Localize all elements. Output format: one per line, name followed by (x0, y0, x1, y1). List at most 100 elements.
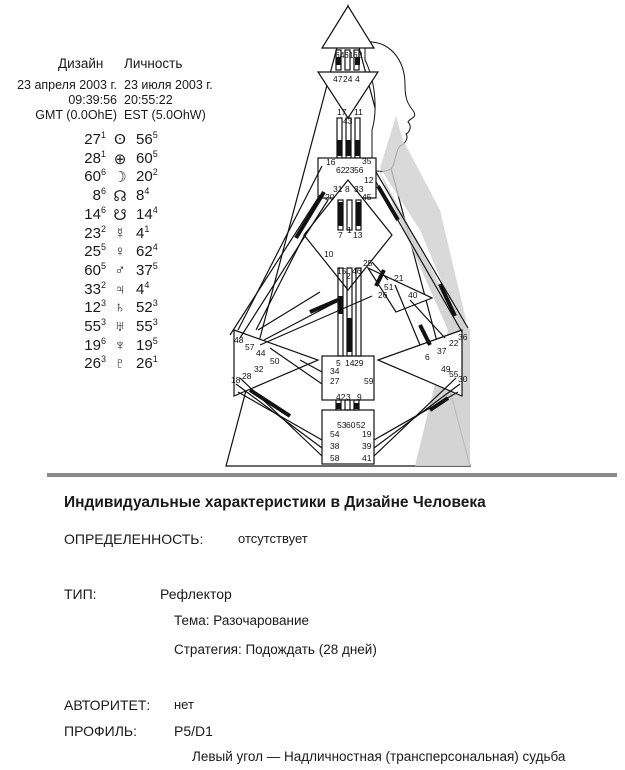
planet-row: 263♇261 (70, 354, 190, 375)
authority-label: АВТОРИТЕТ: (64, 697, 151, 713)
mercury-icon: ☿ (114, 224, 126, 242)
definition-value: отсутствует (238, 531, 308, 546)
design-zone: GMT (0.0OhE) (35, 108, 117, 122)
design-gate: 271 (84, 130, 106, 148)
design-gate: 86 (92, 186, 106, 205)
strategy-text: Стратегия: Подождать (28 дней) (174, 642, 377, 657)
planet-row: 332 ♃ 44 (70, 279, 190, 301)
south-node-icon: ☋ (113, 206, 127, 224)
gate-label: 59 (364, 376, 374, 386)
personality-gate: 195 (136, 335, 158, 354)
gate-label: 50 (270, 356, 280, 366)
gate-label: 64 (335, 50, 345, 60)
gate-label: 62 (336, 165, 346, 175)
design-datetime: 23 апреля 2003 г. 09:39:56 GMT (0.0OhE) (17, 78, 117, 123)
gate-label: 3 (346, 392, 351, 402)
ajna-center (316, 71, 380, 120)
gate-label: 11 (354, 107, 363, 117)
gate-label: 4 (355, 74, 360, 84)
gate-label: 36 (458, 332, 468, 342)
sun-icon: ʘ (114, 131, 126, 148)
gate-label: 30 (458, 374, 468, 384)
gate-label: 63 (353, 50, 363, 60)
incarnation-cross-text: Левый угол — Надличностная (трансперсона… (192, 749, 566, 764)
planet-row: 271 ʘ 565 (70, 130, 190, 151)
personality-gate: 41 (136, 223, 150, 242)
gate-label: 57 (245, 342, 255, 352)
gate-label: 61 (344, 50, 354, 60)
gate-label: 53 (337, 420, 347, 430)
gate-label: 42 (336, 392, 346, 402)
planet-row: 553♅553 (70, 317, 190, 338)
authority-value: нет (174, 697, 194, 712)
root-center (321, 409, 375, 465)
personality-datetime: 23 июля 2003 г. 20:55:22 EST (5.0OhW) (124, 78, 213, 123)
type-value: Рефлектор (160, 586, 232, 602)
gate-label: 40 (408, 290, 418, 300)
gate-label: 56 (354, 165, 364, 175)
gate-label: 25 (363, 258, 373, 268)
gate-label: 21 (394, 273, 404, 283)
gate-label: 49 (441, 364, 451, 374)
personality-gate: 44 (136, 279, 150, 298)
planet-row: 86☊84 (70, 186, 190, 207)
section-title: Индивидуальные характеристики в Дизайне … (64, 494, 486, 511)
gate-label: 48 (234, 335, 244, 345)
gate-label: 33 (354, 184, 364, 194)
gate-label: 28 (242, 371, 252, 381)
profile-value: P5/D1 (174, 723, 213, 739)
type-label: ТИП: (64, 586, 97, 602)
personality-time: 20:55:22 (124, 93, 173, 107)
design-gate: 146 (84, 204, 106, 223)
personality-gate: 375 (136, 260, 158, 279)
gate-label: 9 (357, 392, 362, 402)
head-center (320, 4, 376, 49)
gate-label: 13 (353, 230, 363, 240)
gate-label: 38 (330, 441, 340, 451)
gate-label: 2 (346, 271, 351, 281)
gate-label: 45 (362, 192, 372, 202)
neptune-icon: ♆ (114, 336, 126, 354)
personality-gate: 565 (136, 130, 158, 148)
design-gate: 281 (84, 148, 106, 167)
personality-column-title: Личность (124, 56, 183, 71)
gate-label: 32 (254, 364, 264, 374)
gate-label: 43 (343, 116, 353, 126)
gate-label: 1 (347, 225, 352, 235)
design-gate: 232 (84, 223, 106, 242)
planet-row: 123♄523 (70, 298, 190, 319)
saturn-icon: ♄ (114, 299, 126, 317)
design-gate: 263 (84, 354, 106, 373)
gate-label: 14 (345, 358, 355, 368)
gate-label: 23 (345, 165, 355, 175)
gate-label: 10 (324, 249, 334, 259)
moon-icon: ☽ (113, 169, 127, 187)
personality-gate: 553 (136, 317, 158, 335)
design-gate: 123 (84, 298, 106, 317)
personality-gate: 84 (136, 186, 150, 205)
gate-label: 58 (330, 453, 340, 463)
design-gate: 606 (84, 167, 106, 186)
gate-label: 52 (356, 420, 366, 430)
jupiter-icon: ♃ (114, 280, 126, 298)
gate-label: 31 (333, 184, 343, 194)
earth-icon: ⊕ (113, 150, 127, 168)
gate-label: 24 (343, 74, 353, 84)
gate-label: 37 (437, 346, 447, 356)
gate-label: 26 (378, 290, 388, 300)
planet-row: 281 ⊕ 605 (70, 148, 190, 170)
gate-label: 39 (362, 441, 372, 451)
gate-label: 16 (326, 157, 336, 167)
gate-label: 51 (384, 282, 394, 292)
design-gate: 553 (84, 317, 106, 335)
g-center (303, 179, 393, 291)
definition-label: ОПРЕДЕЛЕННОСТЬ: (64, 531, 204, 547)
gate-label: 19 (362, 429, 372, 439)
gate-label: 20 (325, 192, 335, 202)
design-gate: 332 (84, 279, 106, 298)
gate-label: 18 (231, 375, 241, 385)
theme-text: Тема: Разочарование (174, 613, 310, 628)
personality-gate: 144 (136, 204, 158, 223)
personality-gate: 605 (136, 148, 158, 167)
